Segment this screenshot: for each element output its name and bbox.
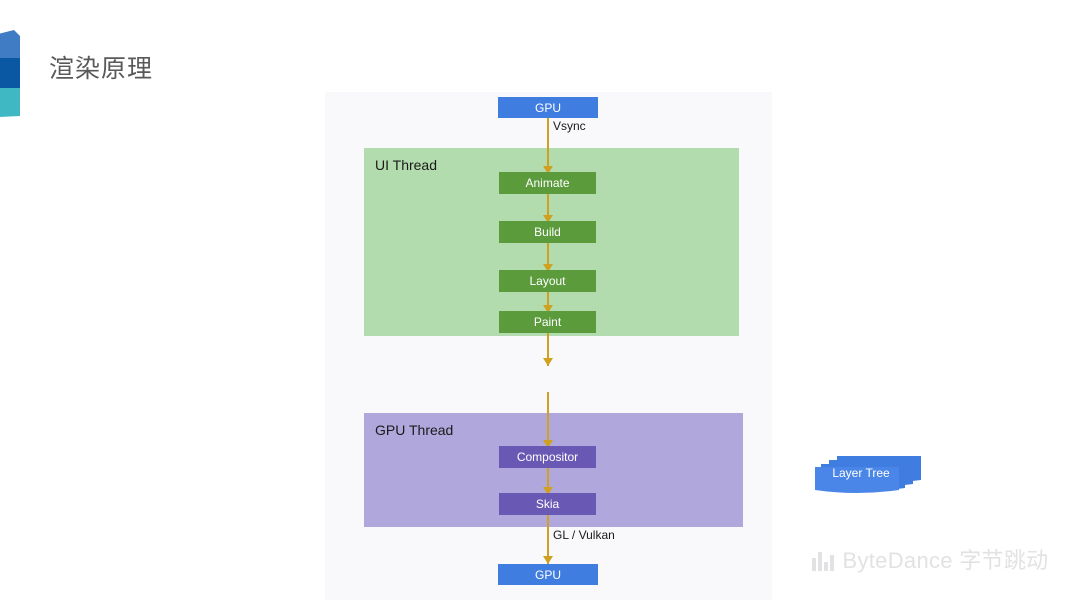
edge-label-gl-vulkan: GL / Vulkan: [553, 528, 615, 542]
arrowhead-compositor: [543, 440, 553, 448]
page-title: 渲染原理: [49, 55, 154, 83]
arrowhead-skia: [543, 487, 553, 495]
bar-chart-icon: [812, 551, 834, 571]
arrowhead-layout: [543, 264, 553, 272]
connector-compositor-to-skia: [547, 468, 549, 493]
node-gpu-top[interactable]: GPU: [498, 97, 598, 118]
connector-build-to-layout: [547, 243, 549, 270]
node-gpu-bottom[interactable]: GPU: [498, 564, 598, 585]
bytedance-corner-logo: [0, 30, 34, 118]
connector-animate-to-build: [547, 194, 549, 221]
node-skia[interactable]: Skia: [499, 493, 596, 515]
panel-gpu-thread-label: GPU Thread: [375, 422, 454, 438]
arrowhead-build: [543, 215, 553, 223]
bytedance-watermark: ByteDance 字节跳动: [812, 546, 1048, 576]
connector-paint-to-layertree: [547, 333, 549, 366]
arrowhead-animate: [543, 166, 553, 174]
render-pipeline-diagram: UI Thread GPU Thread Vsync GL / Vulkan G…: [325, 92, 921, 600]
node-layer-tree[interactable]: Layer Tree: [813, 454, 925, 494]
node-build[interactable]: Build: [499, 221, 596, 243]
connector-skia-to-gpu: [547, 515, 549, 564]
watermark-brand-text: ByteDance 字节跳动: [842, 548, 1049, 573]
corner-logo-shape: [0, 30, 20, 118]
node-animate[interactable]: Animate: [499, 172, 596, 194]
arrowhead-layertree: [543, 358, 553, 366]
layer-tree-stack-shape: [815, 456, 921, 493]
panel-ui-thread-label: UI Thread: [375, 157, 437, 173]
connector-gpu-to-animate: [547, 118, 549, 172]
node-compositor[interactable]: Compositor: [499, 446, 596, 468]
arrowhead-paint: [543, 305, 553, 313]
connector-layout-to-paint: [547, 292, 549, 311]
node-layout[interactable]: Layout: [499, 270, 596, 292]
connector-layertree-to-compositor: [547, 392, 549, 446]
node-layer-tree-label: Layer Tree: [832, 466, 890, 480]
arrowhead-gpu-bottom: [543, 556, 553, 564]
node-paint[interactable]: Paint: [499, 311, 596, 333]
edge-label-vsync: Vsync: [553, 119, 586, 133]
